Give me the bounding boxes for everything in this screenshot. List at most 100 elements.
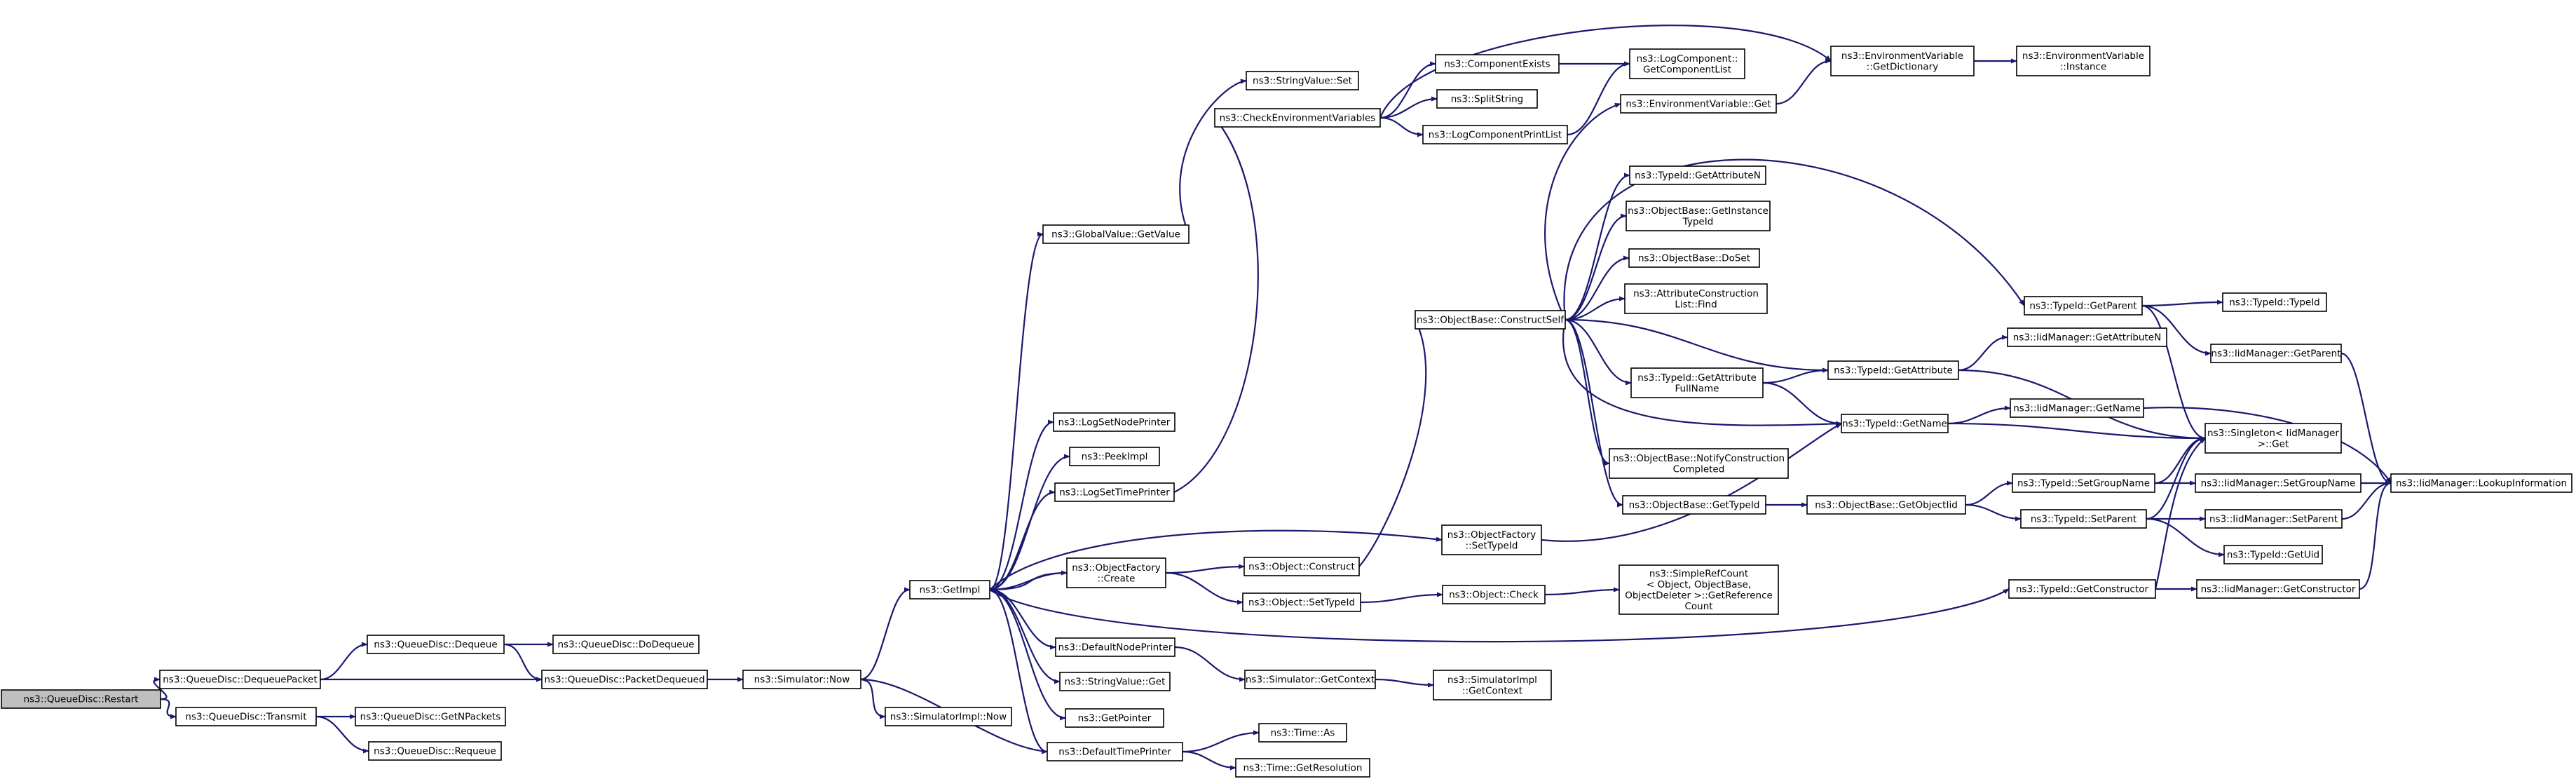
node-simgetcontext[interactable]: ns3::Simulator::GetContext — [1244, 670, 1376, 689]
node-tidgetparent[interactable]: ns3::TypeId::GetParent — [2024, 296, 2143, 316]
node-defaultnodeprinter[interactable]: ns3::DefaultNodePrinter — [1055, 637, 1175, 657]
node-dequeuepacket[interactable]: ns3::QueueDisc::DequeuePacket — [159, 670, 321, 689]
node-label: TypeId — [1682, 216, 1714, 227]
node-simimplgetcontext[interactable]: ns3::SimulatorImpl::GetContext — [1433, 670, 1552, 700]
node-label: ns3::LogSetTimePrinter — [1059, 487, 1170, 499]
node-packetdequeued[interactable]: ns3::QueueDisc::PacketDequeued — [541, 670, 708, 689]
node-checkenv[interactable]: ns3::CheckEnvironmentVariables — [1214, 108, 1381, 128]
edge-obconstructself-to-obgettypeid — [1565, 318, 1623, 508]
node-box — [1609, 448, 1789, 479]
node-box — [1629, 165, 1766, 185]
node-tidgetconstructor[interactable]: ns3::TypeId::GetConstructor — [2008, 579, 2156, 599]
node-objsettypeid[interactable]: ns3::Object::SetTypeId — [1242, 592, 1361, 612]
node-ofsettypeid[interactable]: ns3::ObjectFactory::SetTypeId — [1441, 524, 1542, 555]
edge-obconstructself-to-tidgetparent — [1563, 158, 2025, 320]
node-strvalueset[interactable]: ns3::StringValue::Set — [1246, 71, 1359, 90]
node-obconstructself[interactable]: ns3::ObjectBase::ConstructSelf — [1415, 310, 1566, 330]
node-gvgetvalue[interactable]: ns3::GlobalValue::GetValue — [1042, 224, 1190, 244]
node-objcheck[interactable]: ns3::Object::Check — [1442, 585, 1546, 604]
node-strvalueget[interactable]: ns3::StringValue::Get — [1059, 672, 1171, 691]
node-box — [2020, 509, 2147, 529]
edge-objcheck-to-simplerefcount — [1544, 587, 1620, 596]
node-simplerefcount[interactable]: ns3::SimpleRefCount< Object, ObjectBase,… — [1618, 564, 1779, 615]
edge-defaultnodeprinter-to-simgetcontext — [1174, 646, 1246, 682]
node-tidsetparent[interactable]: ns3::TypeId::SetParent — [2020, 509, 2147, 529]
node-label: ::GetContext — [1462, 685, 1522, 696]
edge-obconstructself-to-tidgetattribute — [1565, 318, 1829, 373]
edge-dequeue-to-packetdequeued — [503, 643, 543, 682]
edge-getimpl-to-defaulttimeprinter — [989, 588, 1048, 754]
node-obdoset[interactable]: ns3::ObjectBase::DoSet — [1628, 248, 1760, 268]
node-tidgetuid[interactable]: ns3::TypeId::GetUid — [2223, 545, 2323, 564]
node-tidgetattrn[interactable]: ns3::TypeId::GetAttributeN — [1629, 165, 1766, 185]
node-dequeue[interactable]: ns3::QueueDisc::Dequeue — [367, 635, 505, 654]
node-splitstring[interactable]: ns3::SplitString — [1436, 89, 1538, 109]
node-transmit[interactable]: ns3::QueueDisc::Transmit — [175, 707, 317, 726]
node-requeue[interactable]: ns3::QueueDisc::Requeue — [368, 741, 502, 761]
node-tidtypeid[interactable]: ns3::TypeId::TypeId — [2222, 292, 2327, 312]
node-tidgetname[interactable]: ns3::TypeId::GetName — [1841, 414, 1949, 433]
node-box — [1622, 495, 1766, 515]
node-iidgetname[interactable]: ns3::IidManager::GetName — [2010, 398, 2144, 418]
node-timeas[interactable]: ns3::Time::As — [1258, 723, 1347, 743]
node-box — [1243, 557, 1360, 576]
node-restart[interactable]: ns3::QueueDisc::Restart — [1, 689, 161, 709]
node-label: Count — [1684, 601, 1712, 612]
edge-obconstructself-to-attrconstrlistfind — [1565, 296, 1626, 321]
edge-obconstructself-to-tidgetattrfullname — [1565, 318, 1632, 386]
node-singletonget[interactable]: ns3::Singleton< IidManager>::Get — [2204, 423, 2342, 454]
node-envget[interactable]: ns3::EnvironmentVariable::Get — [1620, 94, 1777, 114]
edge-ofsettypeid-to-tidgetname — [1541, 423, 1842, 542]
node-iidlookupinfo[interactable]: ns3::IidManager::LookupInformation — [2390, 473, 2572, 493]
node-box — [1626, 201, 1771, 231]
node-logcomponentprintlist[interactable]: ns3::LogComponentPrintList — [1422, 125, 1568, 144]
edge-simnow-to-simimplnow — [860, 678, 886, 719]
node-logcompgetlist[interactable]: ns3::LogComponent::GetComponentList — [1629, 48, 1745, 79]
node-componentexists[interactable]: ns3::ComponentExists — [1435, 54, 1560, 74]
node-iidsetparent[interactable]: ns3::IidManager::SetParent — [2204, 509, 2343, 529]
node-logsetnodeprinter[interactable]: ns3::LogSetNodePrinter — [1053, 412, 1175, 432]
node-box — [1246, 71, 1359, 90]
node-objconstruct[interactable]: ns3::Object::Construct — [1243, 557, 1360, 576]
node-label: ns3::IidManager::GetConstructor — [2201, 584, 2356, 595]
node-envinstance[interactable]: ns3::EnvironmentVariable::Instance — [2016, 46, 2151, 76]
node-ofcreate[interactable]: ns3::ObjectFactory::Create — [1066, 557, 1166, 588]
node-tidsetgroupname[interactable]: ns3::TypeId::SetGroupName — [2012, 473, 2155, 493]
node-envgetdict[interactable]: ns3::EnvironmentVariable::GetDictionary — [1830, 46, 1975, 76]
node-label: ns3::ObjectBase::GetInstance — [1628, 205, 1769, 217]
node-label: ns3::LogComponentPrintList — [1429, 130, 1562, 141]
node-timegetres[interactable]: ns3::Time::GetResolution — [1235, 758, 1370, 778]
edge-transmit-to-requeue — [315, 715, 369, 754]
node-label: ns3::TypeId::GetName — [1842, 419, 1947, 430]
node-getimpl[interactable]: ns3::GetImpl — [909, 580, 990, 600]
node-tidgetattribute[interactable]: ns3::TypeId::GetAttribute — [1827, 360, 1959, 380]
node-dodequeue[interactable]: ns3::QueueDisc::DoDequeue — [552, 635, 700, 654]
edge-tidsetparent-to-tidgetuid — [2146, 517, 2225, 557]
edge-tidgetconstructor-to-singletonget — [2154, 438, 2206, 590]
edge-iidgetparent-to-iidlookupinfo — [2340, 352, 2392, 486]
node-obnotifyconstr[interactable]: ns3::ObjectBase::NotifyConstructionCompl… — [1609, 448, 1789, 479]
node-iidgetattrn[interactable]: ns3::IidManager::GetAttributeN — [2007, 327, 2167, 347]
node-box — [1054, 482, 1175, 502]
node-simimplnow[interactable]: ns3::SimulatorImpl::Now — [885, 707, 1012, 726]
node-label: ns3::DefaultNodePrinter — [1058, 642, 1173, 653]
node-obgettypeid[interactable]: ns3::ObjectBase::GetTypeId — [1622, 495, 1766, 515]
node-iidgetconstructor[interactable]: ns3::IidManager::GetConstructor — [2196, 579, 2360, 599]
node-label: ns3::QueueDisc::Transmit — [185, 712, 306, 723]
node-getpointer[interactable]: ns3::GetPointer — [1065, 708, 1164, 728]
node-defaulttimeprinter[interactable]: ns3::DefaultTimePrinter — [1047, 742, 1183, 761]
node-getnpackets[interactable]: ns3::QueueDisc::GetNPackets — [355, 707, 506, 726]
node-simnow[interactable]: ns3::Simulator::Now — [742, 670, 861, 689]
node-logsettimeprinter[interactable]: ns3::LogSetTimePrinter — [1054, 482, 1175, 502]
node-label: ns3::LogComponent:: — [1637, 53, 1738, 65]
edge-getimpl-to-logsetnodeprinter — [989, 419, 1054, 591]
node-iidsetgroupname[interactable]: ns3::IidManager::SetGroupName — [2195, 473, 2362, 493]
node-obgetobjectiid[interactable]: ns3::ObjectBase::GetObjectIid — [1806, 495, 1966, 515]
node-label: ns3::ObjectBase::GetTypeId — [1629, 500, 1760, 511]
node-peekimpl[interactable]: ns3::PeekImpl — [1069, 447, 1160, 466]
node-iidgetparent[interactable]: ns3::IidManager::GetParent — [2210, 344, 2342, 363]
edge-tidgetparent-to-tidtypeid — [2141, 299, 2223, 307]
